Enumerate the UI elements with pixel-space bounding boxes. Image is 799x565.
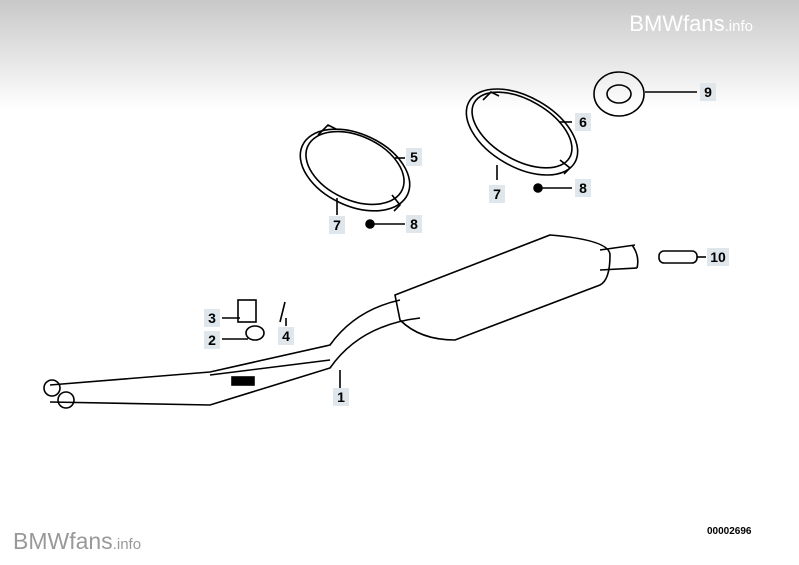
clamp-right: [465, 88, 579, 176]
bracket: [237, 299, 257, 323]
callout-8-right: 8: [575, 179, 591, 197]
callout-6: 6: [575, 113, 591, 131]
callout-5: 5: [406, 148, 422, 166]
callout-7-right: 7: [489, 185, 505, 203]
exhaust-pipe: [43, 299, 421, 409]
gasket: [593, 71, 645, 117]
callout-9: 9: [700, 83, 716, 101]
callout-7-left: 7: [329, 216, 345, 234]
rubber-mount: [245, 325, 265, 341]
callout-2: 2: [204, 331, 220, 349]
leader-lines: [222, 91, 706, 390]
callout-8-left: 8: [406, 215, 422, 233]
rear-muffler: [394, 234, 639, 341]
diagram-code: 00002696: [707, 526, 752, 537]
watermark-bottom: BMWfans.info: [13, 528, 142, 554]
bolt: [279, 301, 286, 323]
callout-4: 4: [278, 327, 294, 345]
callout-10: 10: [707, 248, 729, 266]
watermark-top: BMWfans.info: [629, 11, 753, 36]
callout-1: 1: [333, 388, 349, 406]
tailpipe-trim: [658, 250, 698, 264]
callout-3: 3: [204, 309, 220, 327]
clamp-left: [299, 124, 411, 212]
